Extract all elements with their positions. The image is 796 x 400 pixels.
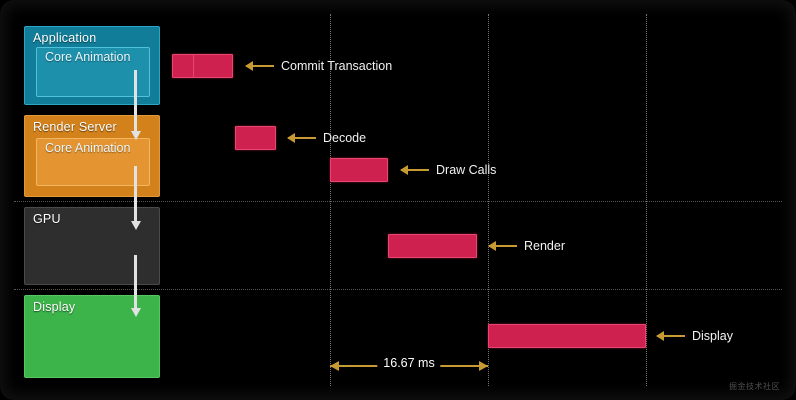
bar-commit-transaction [172,54,233,78]
callout-arrow-icon [245,61,274,71]
lane-inner-label-application: Core Animation [45,50,131,64]
flow-arrow-gpu-to-display [130,255,141,317]
gridline-vertical-3 [646,14,647,386]
bar-decode [235,126,276,150]
gridline-horizontal-1 [14,201,782,202]
callout-label-commit-transaction: Commit Transaction [281,59,393,73]
bar-display [488,324,646,348]
measure-arrow-right-icon [479,361,488,371]
callout-display: Display [656,328,733,344]
measure-label: 16.67 ms [377,356,441,370]
flow-arrow-app-to-render-server [130,70,141,140]
lane-label-display: Display [33,300,76,314]
lane-inner-application: Core Animation [36,47,150,97]
callout-commit-transaction: Commit Transaction [245,58,393,74]
lane-block-gpu: GPU [24,207,160,285]
lane-label-application: Application [33,31,97,45]
lane-block-application: Application Core Animation [24,26,160,105]
lane-block-render-server: Render Server Core Animation [24,115,160,197]
callout-arrow-icon [656,331,685,341]
flow-arrow-render-server-to-gpu [130,166,141,230]
bar-segment-commit-1 [173,55,194,77]
lane-inner-label-render-server: Core Animation [45,141,131,155]
callout-label-render: Render [524,239,565,253]
callout-arrow-icon [400,165,429,175]
callout-arrow-icon [488,241,517,251]
callout-label-draw-calls: Draw Calls [436,163,497,177]
gridline-horizontal-2 [14,289,782,290]
lane-label-gpu: GPU [33,212,61,226]
gridline-vertical-1 [330,14,331,386]
measure-arrow-left-icon [330,361,339,371]
gridline-vertical-2 [488,14,489,386]
callout-draw-calls: Draw Calls [400,162,497,178]
watermark: 掘金技术社区 [729,382,780,391]
bar-render [388,234,477,258]
callout-render: Render [488,238,565,254]
callout-arrow-icon [287,133,316,143]
bar-draw-calls [330,158,388,182]
callout-label-decode: Decode [323,131,367,145]
callout-label-display: Display [692,329,733,343]
frame-duration-measure: 16.67 ms [330,356,488,374]
callout-decode: Decode [287,130,367,146]
lane-label-render-server: Render Server [33,120,117,134]
lane-inner-render-server: Core Animation [36,138,150,186]
